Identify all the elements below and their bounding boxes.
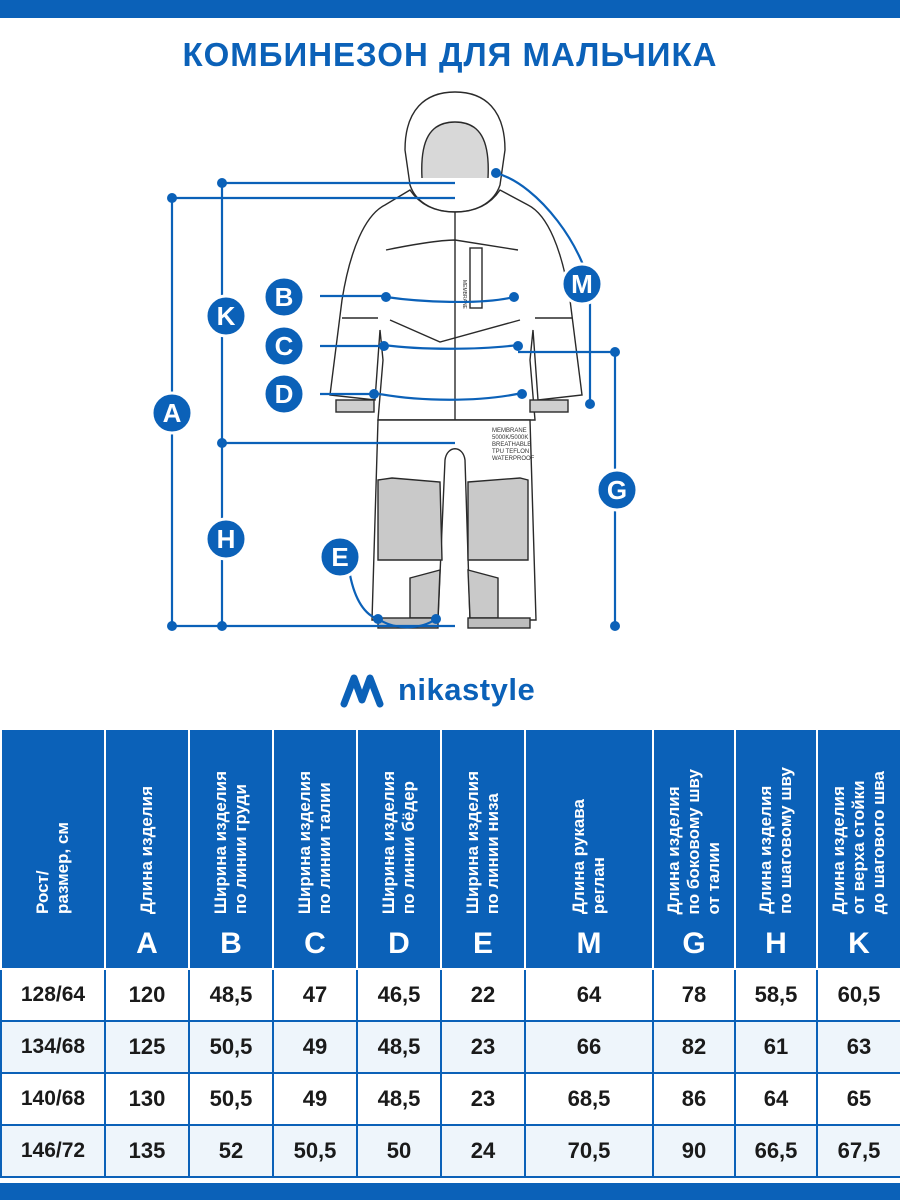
measurement-cell: 130 [104, 1072, 190, 1126]
measurement-cell: 70,5 [524, 1124, 654, 1178]
badge-k [204, 294, 248, 338]
measurement-cell: 22 [440, 968, 526, 1022]
badge-b-label: B [275, 282, 294, 312]
badge-m [560, 262, 604, 306]
badge-h-label: H [217, 524, 236, 554]
zipper-print: MEMBRANE [461, 280, 467, 310]
measurement-cell: 60,5 [816, 968, 900, 1022]
measurement-cell: 24 [440, 1124, 526, 1178]
measurement-cell: 23 [440, 1072, 526, 1126]
measurement-cell: 68,5 [524, 1072, 654, 1126]
badge-h [204, 517, 248, 561]
garment-print-line: 5000K/5000K [492, 435, 528, 441]
measurement-cell: 67,5 [816, 1124, 900, 1178]
measurement-cell: 48,5 [188, 968, 274, 1022]
measurement-cell: 48,5 [356, 1020, 442, 1074]
measurement-cell: 135 [104, 1124, 190, 1178]
line-c [383, 343, 519, 350]
line-d [373, 391, 523, 401]
garment-print: MEMBRANE 5000K/5000K BREATHABLE TPU TEFL… [461, 280, 535, 462]
measurement-cell: 46,5 [356, 968, 442, 1022]
measurement-cell: 50 [356, 1124, 442, 1178]
measurement-cell: 47 [272, 968, 358, 1022]
garment-print-line: TPU TEFLON [492, 449, 529, 455]
badge-c-label: C [275, 331, 294, 361]
measurement-cell: 64 [734, 1072, 818, 1126]
brand-logo: nikastyle [340, 668, 535, 712]
badge-a-label: A [163, 398, 182, 428]
measurement-cell: 50,5 [272, 1124, 358, 1178]
badge-c [262, 324, 306, 368]
badge-a [150, 391, 194, 435]
size-cell: 140/68 [0, 1072, 106, 1126]
garment-diagram: MEMBRANE 5000K/5000K BREATHABLE TPU TEFL… [150, 91, 639, 631]
measurement-cell: 86 [652, 1072, 736, 1126]
measurement-cell: 66,5 [734, 1124, 818, 1178]
garment-print-line: BREATHABLE [492, 442, 531, 448]
measurement-badges: A K B C D H E M G [150, 262, 639, 579]
measurement-cell: 82 [652, 1020, 736, 1074]
measurement-cell: 90 [652, 1124, 736, 1178]
measurement-cell: 63 [816, 1020, 900, 1074]
measurement-cell: 50,5 [188, 1072, 274, 1126]
size-cell: 146/72 [0, 1124, 106, 1178]
page-title: КОМБИНЕЗОН ДЛЯ МАЛЬЧИКА [182, 36, 718, 73]
nikastyle-logo-icon [340, 674, 384, 708]
garment-print-line: WATERPROOF [492, 456, 535, 462]
garment-drawing [329, 91, 583, 629]
badge-m-label: M [571, 269, 593, 299]
badge-d [262, 372, 306, 416]
brand-name: nikastyle [398, 672, 536, 707]
measurement-cell: 52 [188, 1124, 274, 1178]
measurement-cell: 49 [272, 1072, 358, 1126]
measurement-cell: 49 [272, 1020, 358, 1074]
measurement-cell: 125 [104, 1020, 190, 1074]
size-cell: 134/68 [0, 1020, 106, 1074]
garment-print-line: MEMBRANE [492, 428, 527, 434]
badge-g [595, 468, 639, 512]
badge-e-label: E [331, 542, 348, 572]
measurement-cell: 78 [652, 968, 736, 1022]
bottom-bar [0, 1183, 900, 1200]
measurement-dots [167, 168, 620, 631]
measurement-cell: 66 [524, 1020, 654, 1074]
measurement-cell: 65 [816, 1072, 900, 1126]
measurement-cell: 23 [440, 1020, 526, 1074]
badge-g-label: G [607, 475, 627, 505]
size-cell: 128/64 [0, 968, 106, 1022]
line-b [385, 295, 515, 304]
badge-b [262, 275, 306, 319]
badge-e [318, 535, 362, 579]
measurement-cell: 58,5 [734, 968, 818, 1022]
top-bar [0, 0, 900, 18]
header-size: Рост/ размер, см [0, 728, 106, 970]
measurement-cell: 64 [524, 968, 654, 1022]
measurement-cell: 48,5 [356, 1072, 442, 1126]
measurement-cell: 120 [104, 968, 190, 1022]
measurement-cell: 61 [734, 1020, 818, 1074]
badge-d-label: D [275, 379, 294, 409]
line-e [377, 618, 437, 629]
badge-k-label: K [217, 301, 236, 331]
header-k: Длина изделия от верха стойки до шаговог… [816, 728, 900, 970]
measurement-cell: 50,5 [188, 1020, 274, 1074]
